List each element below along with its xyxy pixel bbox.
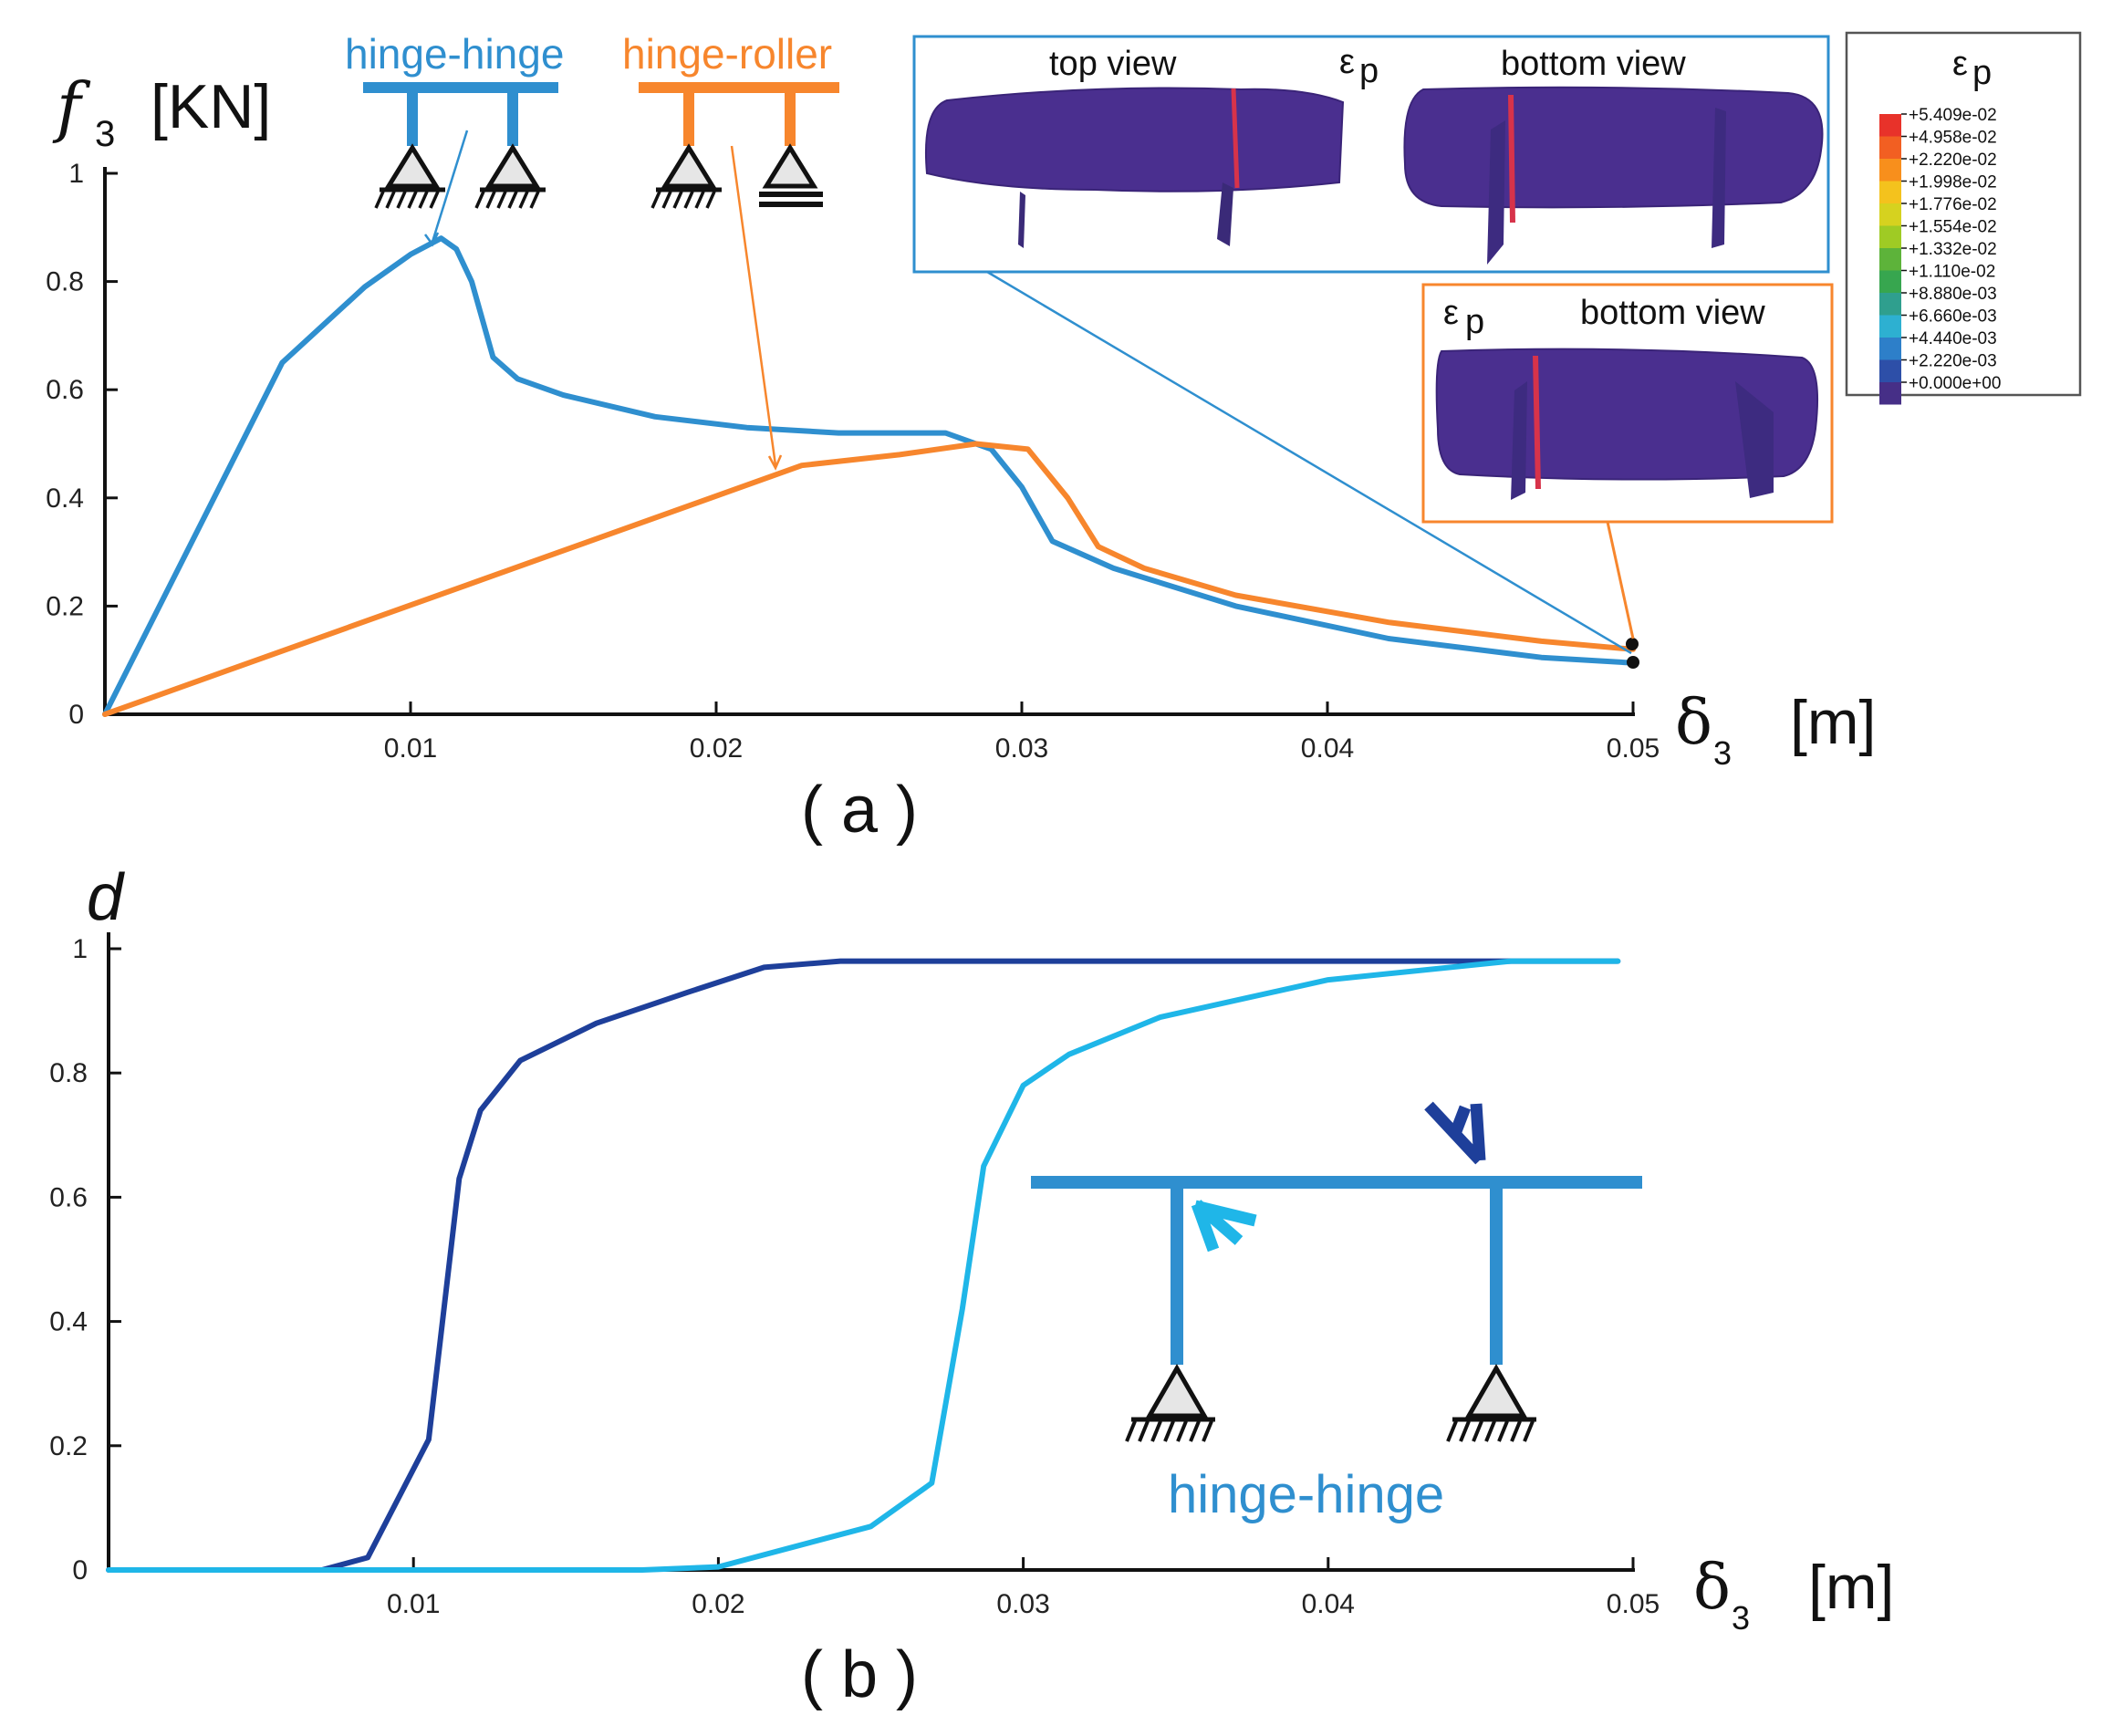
panel-a-chart: 0 0.2 0.4 0.6 0.8 1 0.01 0.02 0.03 0.04 0.05 f 3 [… [46, 30, 2082, 847]
colorbar-legend: ε p +5.409e-02 +4.958e-02 +2.220e-02 +1.998… [1845, 31, 2082, 405]
colorbar-label: +1.776e-02 [1909, 195, 1997, 214]
inset-top-view-label: top view [1049, 45, 1177, 83]
colorbar-label: +8.880e-03 [1909, 285, 1997, 304]
inset2-bottom-view-label: bottom view [1580, 294, 1765, 332]
colorbar-cell [1879, 270, 1901, 293]
endpoint-marker-hinge [1627, 656, 1639, 669]
series-line-curve-2 [106, 958, 1621, 1573]
colorbar-label: +4.440e-03 [1909, 329, 1997, 348]
hinge-hinge-pointer [431, 130, 469, 243]
colorbar-cell [1879, 293, 1901, 316]
colorbar-label: +2.220e-02 [1909, 151, 1997, 170]
panel-a-ylabel-symbol: f [52, 68, 91, 145]
top-view-plate [924, 87, 1345, 192]
colorbar-cell [1879, 338, 1901, 360]
x-tick-label: 0.04 [1302, 1589, 1355, 1619]
colorbar-cell [1879, 315, 1901, 338]
y-tick-label: 0.4 [49, 1307, 88, 1337]
panel-a-xlabel-unit: [m] [1790, 688, 1876, 757]
x-tick-label: 0.03 [996, 1589, 1049, 1619]
hinge-roller-frame-icon [639, 82, 839, 209]
colorbar-cell [1879, 136, 1901, 159]
inset2-bottom-view-plate [1435, 348, 1819, 481]
x-tick-label: 0.04 [1301, 733, 1354, 764]
panel-b-xlabel-sub: 3 [1732, 1599, 1750, 1637]
inset-hinge-roller-plastic-strain: ε p bottom view [1421, 283, 1834, 524]
colorbar-cell [1879, 225, 1901, 248]
y-tick-label: 0.8 [46, 267, 84, 297]
colorbar-label: +2.220e-03 [1909, 352, 1997, 371]
colorbar-cell [1879, 359, 1901, 382]
panel-b-chart: 0 0.2 0.4 0.6 0.8 1 0.01 0.02 0.03 0.04 0.05 d δ 3… [49, 861, 1894, 1711]
inset-hinge-hinge-plastic-strain: top view ε p bottom view [912, 35, 1830, 274]
colorbar-cell [1879, 181, 1901, 203]
legend-hinge-roller-label: hinge-roller [622, 30, 832, 78]
colorbar-label: +1.110e-02 [1909, 263, 1995, 282]
plastic-hinge-marker-column [1191, 1200, 1257, 1253]
panel-a-ylabel-unit: [KN] [151, 72, 271, 141]
panel-b-ylabel: d [87, 861, 125, 934]
panel-b-xlabel-symbol: δ [1693, 1552, 1731, 1624]
x-tick-label: 0.01 [387, 1589, 440, 1619]
colorbar-label: +1.554e-02 [1909, 218, 1997, 237]
inset-eps-label: ε [1339, 43, 1355, 81]
panel-b-xlabel-unit: [m] [1808, 1553, 1894, 1622]
plastic-hinge-marker-beam [1424, 1101, 1486, 1165]
y-tick-label: 1 [68, 159, 84, 189]
y-tick-label: 0.6 [49, 1182, 88, 1212]
colorbar-label: +1.332e-02 [1909, 240, 1997, 259]
schematic-hinge-hinge-label: hinge-hinge [1168, 1465, 1444, 1524]
colorbar-label: +4.958e-02 [1909, 129, 1997, 148]
colorbar-cell [1879, 382, 1901, 405]
colorbar-label: +1.998e-02 [1909, 173, 1997, 192]
x-tick-label: 0.01 [384, 733, 437, 764]
panel-b-label: ( b ) [801, 1638, 918, 1711]
y-tick-label: 0.6 [46, 375, 84, 405]
inset-hinge-roller-connector [1606, 521, 1635, 639]
x-tick-label: 0.05 [1607, 733, 1660, 764]
series-line-hinge-roller [102, 441, 1636, 717]
y-tick-label: 0 [68, 700, 84, 730]
y-tick-label: 0.4 [46, 483, 84, 514]
hinge-roller-pointer-head [767, 454, 783, 471]
hinge-hinge-frame-schematic: hinge-hinge [1031, 1101, 1642, 1524]
series-line-hinge-hinge [102, 235, 1636, 717]
x-tick-label: 0.02 [692, 1589, 744, 1619]
colorbar-cell [1879, 159, 1901, 182]
y-tick-label: 1 [72, 934, 88, 964]
colorbar-cell [1879, 248, 1901, 271]
panel-a-label: ( a ) [801, 774, 918, 847]
colorbar-cell [1879, 114, 1901, 137]
y-tick-label: 0.2 [49, 1431, 88, 1461]
panel-a-xlabel-symbol: δ [1675, 687, 1712, 759]
hinge-hinge-pointer-head [423, 232, 440, 247]
colorbar-title: ε [1952, 45, 1968, 83]
x-tick-label: 0.05 [1607, 1589, 1660, 1619]
inset-bottom-view-label: bottom view [1501, 45, 1686, 83]
inset-eps-sub: p [1359, 52, 1379, 90]
bottom-view-plate [1403, 86, 1824, 209]
series-line-curve-1 [106, 958, 1621, 1573]
hinge-roller-pointer [730, 145, 777, 466]
y-tick-label: 0.8 [49, 1058, 88, 1088]
legend-hinge-hinge-label: hinge-hinge [345, 30, 564, 78]
colorbar-label: +5.409e-02 [1909, 106, 1997, 125]
colorbar-label: +0.000e+00 [1909, 374, 2001, 393]
y-tick-label: 0 [72, 1555, 88, 1585]
panel-a-ylabel-sub: 3 [95, 114, 115, 154]
hinge-hinge-frame-icon [363, 82, 558, 209]
endpoint-marker-roller [1626, 638, 1639, 650]
colorbar-label: +6.660e-03 [1909, 307, 1997, 327]
inset-hinge-hinge-connector [986, 270, 1632, 655]
colorbar-cell [1879, 203, 1901, 226]
panel-a-xlabel-sub: 3 [1713, 734, 1732, 772]
colorbar-title-sub: p [1972, 54, 1992, 92]
inset2-eps-label: ε [1443, 294, 1459, 332]
x-tick-label: 0.03 [995, 733, 1048, 764]
x-tick-label: 0.02 [690, 733, 743, 764]
y-tick-label: 0.2 [46, 591, 84, 621]
inset2-eps-sub: p [1465, 303, 1484, 341]
